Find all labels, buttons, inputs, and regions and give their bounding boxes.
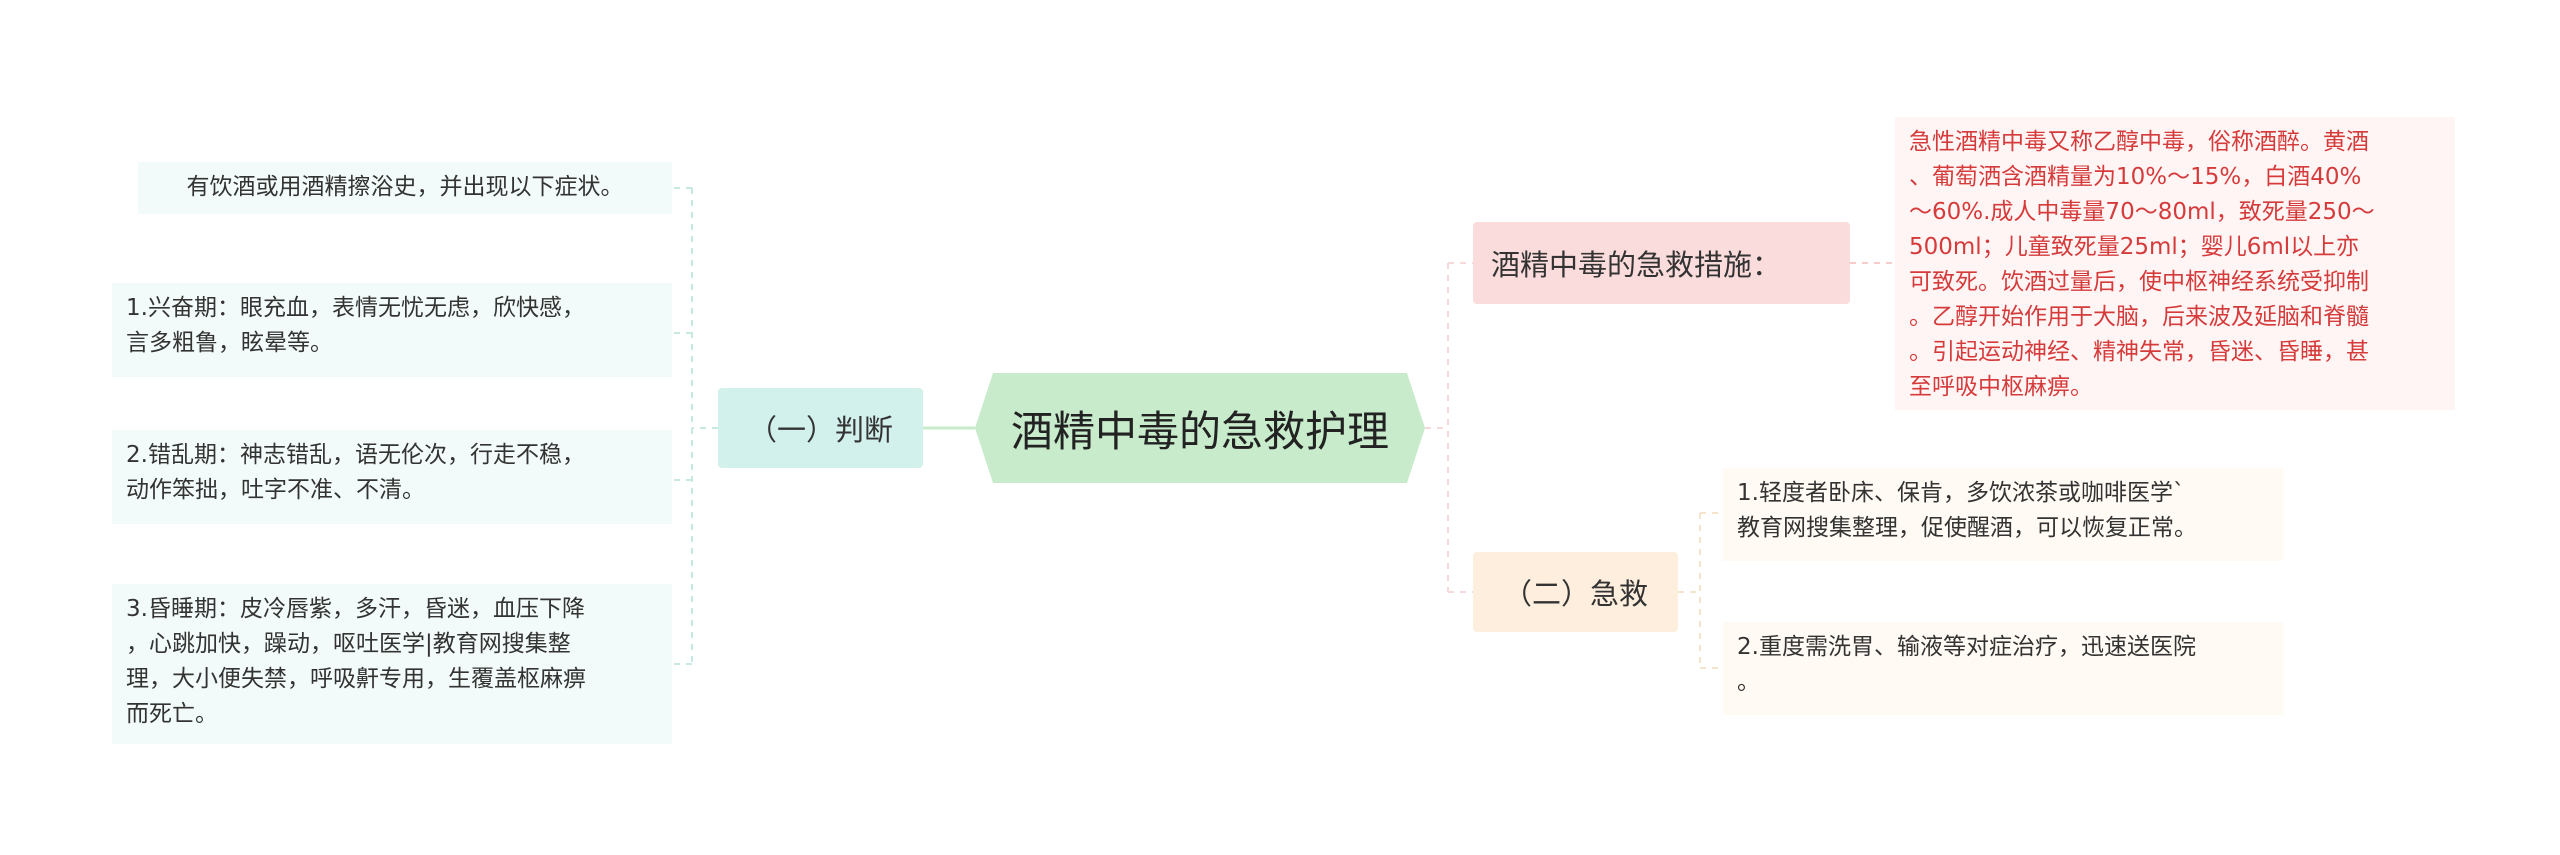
judgement-item-confusion[interactable]: 2.错乱期：神志错乱，语无伦次，行走不稳， 动作笨拙，吐字不准、不清。 bbox=[112, 430, 672, 524]
rescue-item-severe[interactable]: 2.重度需洗胃、输液等对症治疗，迅速送医院 。 bbox=[1723, 622, 2283, 715]
branch-rescue-label: （二）急救 bbox=[1502, 577, 1648, 611]
branch-rescue[interactable]: （二）急救 bbox=[1473, 552, 1678, 632]
branch-judgement-label: （一）判断 bbox=[747, 413, 893, 447]
measures-detail[interactable]: 急性酒精中毒又称乙醇中毒，俗称酒醉。黄酒 、葡萄洒含酒精量为10%～15%，白酒… bbox=[1895, 117, 2455, 410]
branch-measures-label: 酒精中毒的急救措施： bbox=[1491, 248, 1782, 282]
rescue-item-mild[interactable]: 1.轻度者卧床、保肯，多饮浓茶或咖啡医学` 教育网搜集整理，促使醒酒，可以恢复正… bbox=[1723, 468, 2283, 561]
judgement-item-history[interactable]: 有饮酒或用酒精擦浴史，并出现以下症状。 bbox=[138, 162, 672, 214]
branch-judgement[interactable]: （一）判断 bbox=[718, 388, 923, 468]
root-topic[interactable]: 酒精中毒的急救护理 bbox=[975, 373, 1425, 483]
connector-root-right bbox=[1425, 262, 1473, 593]
connector-rescue-leaves bbox=[1678, 512, 1723, 669]
judgement-item-excitement[interactable]: 1.兴奋期：眼充血，表情无忧无虑，欣快感， 言多粗鲁，眩晕等。 bbox=[112, 283, 672, 377]
branch-measures[interactable]: 酒精中毒的急救措施： bbox=[1473, 222, 1850, 304]
connector-judge-leaves bbox=[672, 187, 718, 665]
judgement-item-stupor[interactable]: 3.昏睡期：皮冷唇紫，多汗，昏迷，血压下降 ，心跳加快，躁动，呕吐医学|教育网搜… bbox=[112, 584, 672, 744]
root-topic-label: 酒精中毒的急救护理 bbox=[1010, 406, 1389, 456]
